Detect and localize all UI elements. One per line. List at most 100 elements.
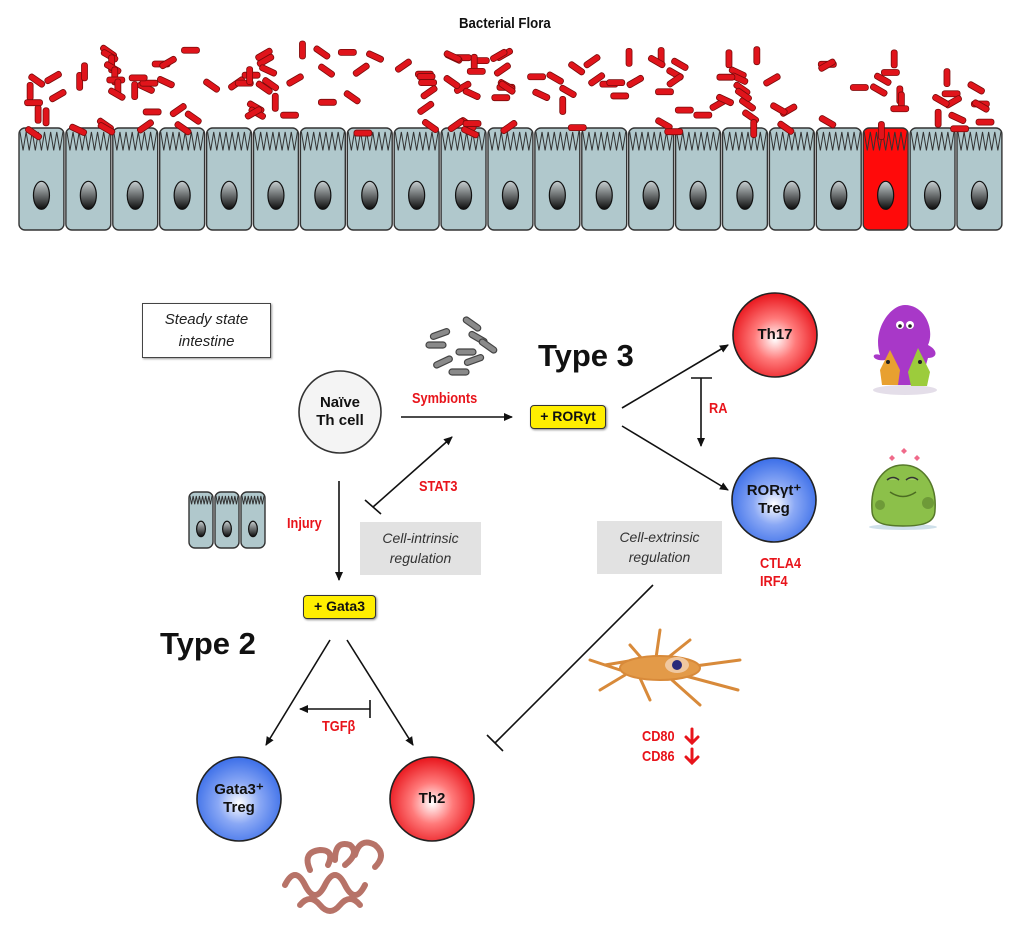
to-th2-arrow xyxy=(346,639,414,746)
bacterium xyxy=(666,73,684,88)
bacterium xyxy=(950,125,970,133)
epithelial-cell xyxy=(487,127,534,231)
bacterium xyxy=(353,129,373,137)
bacterium xyxy=(255,80,273,95)
bacterium xyxy=(28,73,46,88)
bacterium xyxy=(421,118,439,134)
bacterium xyxy=(169,103,187,118)
steady-state-box: Steady state intestine xyxy=(142,303,271,358)
bacterium xyxy=(313,45,331,60)
bacterium xyxy=(588,72,606,87)
bacterium xyxy=(559,96,567,115)
bacterium xyxy=(418,79,438,86)
steady-state-line2: intestine xyxy=(178,333,235,350)
intrinsic-line2: regulation xyxy=(389,550,452,566)
bacterium xyxy=(491,94,511,102)
bacterium xyxy=(943,68,951,88)
bacterium xyxy=(203,78,221,93)
cd80-down-arrow-icon xyxy=(684,727,700,746)
bacterium xyxy=(890,49,898,69)
bacterium xyxy=(873,72,892,86)
happy-microbe-icon xyxy=(869,448,937,530)
diagram-title: Bacterial Flora xyxy=(459,15,551,32)
bacterium xyxy=(625,47,633,67)
epithelial-cell xyxy=(909,127,956,231)
type2-heading: Type 2 xyxy=(160,626,256,661)
bacterium xyxy=(262,77,280,92)
bacterium xyxy=(42,107,50,127)
epithelial-cell xyxy=(721,127,769,231)
epithelial-cell xyxy=(674,127,722,231)
bacterium xyxy=(108,87,126,101)
bacterium xyxy=(738,97,757,112)
bacterium xyxy=(466,67,486,75)
gata3-treg-line1: Gata3⁺ xyxy=(214,781,264,798)
bacterium xyxy=(318,63,336,78)
bacterium xyxy=(716,73,736,81)
bacterium xyxy=(271,92,279,112)
bacterium xyxy=(447,117,465,133)
epithelial-cell xyxy=(188,491,214,549)
angry-microbes-icon xyxy=(873,305,937,395)
extrinsic-line1: Cell-extrinsic xyxy=(619,529,700,545)
th17-label: Th17 xyxy=(757,326,793,343)
bacterium xyxy=(753,46,761,66)
bacterium xyxy=(181,46,200,54)
worm-icon xyxy=(282,839,384,914)
rorgt-treg-cell xyxy=(731,457,817,543)
rorgt-treg-label: RORγt⁺ Treg xyxy=(747,482,802,518)
bacterium xyxy=(948,111,967,124)
epithelial-cells-icon xyxy=(188,491,266,549)
to-gata3-treg-arrow xyxy=(265,639,331,746)
bacterium xyxy=(420,85,438,100)
bacterium xyxy=(500,120,518,135)
naive-cell-line2: Th cell xyxy=(316,412,364,429)
bacterium xyxy=(159,55,177,70)
epithelial-cell xyxy=(346,127,393,231)
extrinsic-inhibit-bar xyxy=(486,734,504,752)
extrinsic-inhibit-line xyxy=(494,584,654,744)
cd86-down-arrow-icon xyxy=(684,747,700,766)
bacterium xyxy=(318,98,337,106)
bacterium xyxy=(493,62,511,77)
bacterium xyxy=(941,90,961,98)
epithelial-cell xyxy=(205,127,253,231)
cd86-label: CD86 xyxy=(642,748,675,765)
epithelial-cell xyxy=(534,127,581,231)
bacterium xyxy=(567,124,587,132)
bacterium xyxy=(770,102,788,116)
naive-th-cell xyxy=(298,370,382,454)
extrinsic-line2: regulation xyxy=(628,549,691,565)
rorgt-treg-line2: Treg xyxy=(758,500,790,517)
bacterium xyxy=(26,82,34,101)
epithelial-cell xyxy=(815,127,862,231)
irf4-label: IRF4 xyxy=(760,573,788,590)
epithelial-cell xyxy=(393,127,440,231)
bacterium xyxy=(461,126,480,139)
bacterium xyxy=(280,111,299,119)
th2-label: Th2 xyxy=(418,790,446,807)
type3-heading: Type 3 xyxy=(538,338,634,373)
bacterium xyxy=(366,50,385,63)
bacterium xyxy=(498,80,516,95)
bacterium xyxy=(568,61,586,76)
bacterium xyxy=(69,123,88,136)
bacterium xyxy=(725,49,733,69)
bacterium xyxy=(934,108,942,128)
epithelial-cell xyxy=(581,127,628,231)
bacterium xyxy=(97,122,116,136)
bacterium xyxy=(142,108,162,116)
gata3-factor-box: + Gata3 xyxy=(303,595,376,619)
cell-extrinsic-box: Cell-extrinsic regulation xyxy=(597,521,722,574)
epithelial-cell xyxy=(768,127,816,231)
bacterium xyxy=(81,62,88,82)
bacterium xyxy=(490,48,508,63)
bacterial-flora xyxy=(24,40,995,141)
tgfb-label: TGFβ xyxy=(322,718,356,735)
bacterium xyxy=(24,99,43,107)
cd80-label: CD80 xyxy=(642,728,675,745)
epithelial-cell xyxy=(112,127,159,231)
epithelial-layer-icon xyxy=(18,127,1003,231)
bacterium xyxy=(352,62,370,77)
